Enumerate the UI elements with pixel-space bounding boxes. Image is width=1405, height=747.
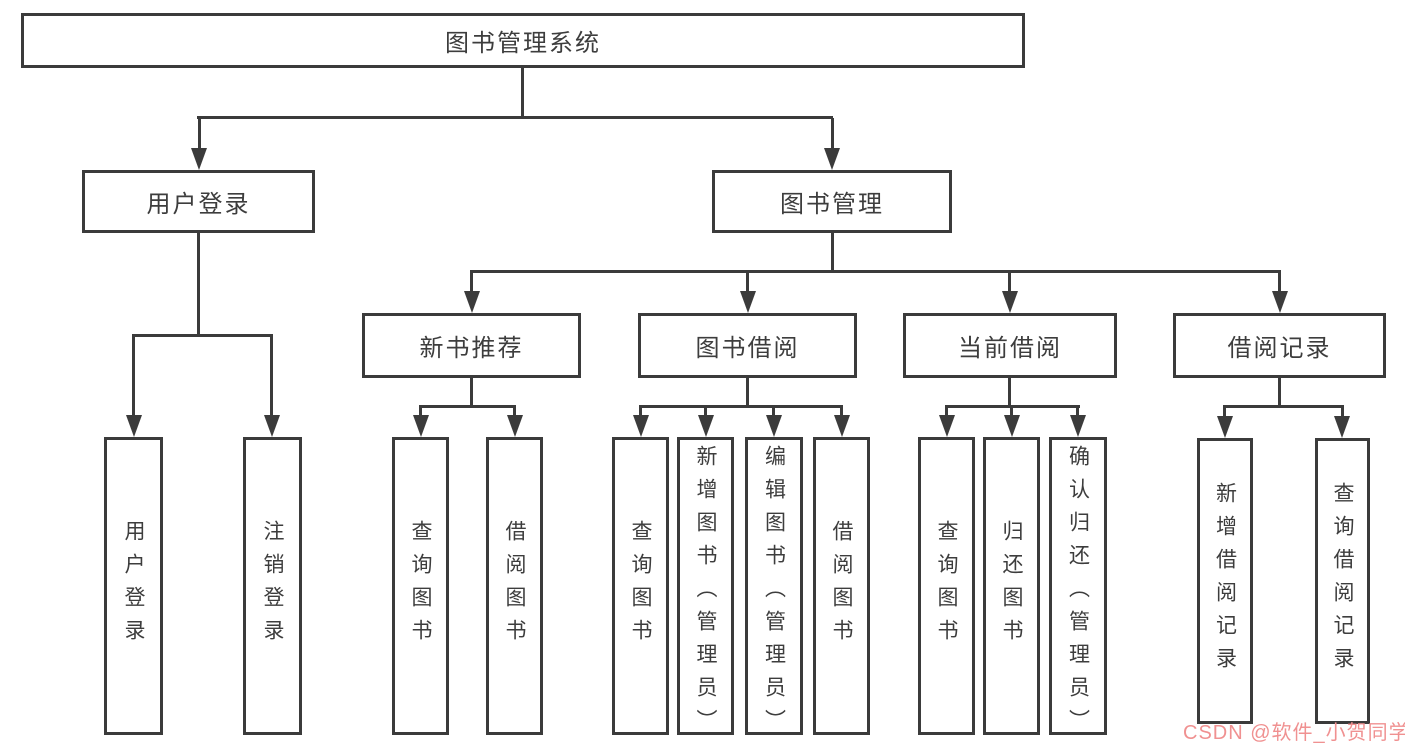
arrow-down-icon — [1004, 415, 1020, 437]
node-logout: 注销登录 — [243, 437, 302, 735]
arrow-down-icon — [126, 415, 142, 437]
node-br-query: 查询借阅记录 — [1315, 438, 1370, 724]
connector-line — [639, 407, 642, 417]
connector-line — [772, 407, 775, 417]
node-bb-edit: 编辑图书（管理员） — [745, 437, 803, 742]
arrow-down-icon — [1334, 416, 1350, 438]
node-bb-edit-label: 编辑图书（管理员） — [762, 445, 786, 742]
connector-line — [419, 405, 516, 408]
node-bb-add-label: 新增图书（管理员） — [694, 445, 717, 742]
arrow-down-icon — [191, 148, 207, 170]
node-cb-return-label: 归还图书 — [1000, 520, 1023, 652]
node-bb-borrow-label: 借阅图书 — [830, 520, 853, 652]
connector-line — [270, 336, 273, 417]
node-current-borrow: 当前借阅 — [903, 313, 1117, 378]
connector-line — [1010, 407, 1013, 417]
node-bb-query: 查询图书 — [612, 437, 669, 735]
node-new-book-rec: 新书推荐 — [362, 313, 581, 378]
node-book-mgmt: 图书管理 — [712, 170, 952, 233]
node-nb-borrow-label: 借阅图书 — [503, 520, 526, 652]
connector-line — [1076, 407, 1079, 417]
node-cb-query: 查询图书 — [918, 437, 975, 735]
node-new-book-rec-label: 新书推荐 — [419, 335, 524, 362]
node-book-borrow: 图书借阅 — [638, 313, 857, 378]
node-root: 图书管理系统 — [21, 13, 1025, 68]
arrow-down-icon — [939, 415, 955, 437]
connector-line — [419, 407, 422, 417]
arrow-down-icon — [1272, 291, 1288, 313]
node-root-label: 图书管理系统 — [445, 30, 601, 57]
node-user-login-label: 用户登录 — [146, 191, 251, 218]
node-nb-borrow: 借阅图书 — [486, 437, 543, 735]
arrow-down-icon — [766, 415, 782, 437]
node-book-mgmt-label: 图书管理 — [780, 191, 884, 218]
node-br-query-label: 查询借阅记录 — [1331, 482, 1354, 680]
connector-line — [470, 272, 473, 294]
node-br-add: 新增借阅记录 — [1197, 438, 1253, 724]
node-cb-query-label: 查询图书 — [935, 520, 958, 652]
node-cb-confirm: 确认归还（管理员） — [1049, 437, 1107, 742]
connector-line — [198, 118, 201, 150]
connector-line — [470, 270, 1281, 273]
node-bb-borrow: 借阅图书 — [813, 437, 870, 735]
arrow-down-icon — [413, 415, 429, 437]
connector-line — [1008, 272, 1011, 294]
connector-line — [1008, 378, 1011, 407]
node-cb-return: 归还图书 — [983, 437, 1040, 735]
connector-line — [704, 407, 707, 417]
connector-line — [1341, 407, 1344, 418]
arrow-down-icon — [740, 291, 756, 313]
connector-line — [513, 407, 516, 417]
connector-line — [521, 68, 524, 118]
connector-line — [1223, 405, 1344, 408]
node-login: 用户登录 — [104, 437, 163, 735]
arrow-down-icon — [824, 148, 840, 170]
connector-line — [1278, 378, 1281, 407]
connector-line — [746, 272, 749, 294]
node-borrow-record-label: 借阅记录 — [1227, 335, 1332, 362]
arrow-down-icon — [264, 415, 280, 437]
node-book-borrow-label: 图书借阅 — [695, 335, 800, 362]
node-user-login: 用户登录 — [82, 170, 315, 233]
node-br-add-label: 新增借阅记录 — [1213, 482, 1237, 680]
node-current-borrow-label: 当前借阅 — [958, 335, 1062, 362]
arrow-down-icon — [834, 415, 850, 437]
node-login-label: 用户登录 — [122, 520, 145, 652]
watermark: CSDN @软件_小贺同学 — [1183, 722, 1405, 744]
connector-line — [831, 233, 834, 272]
connector-line — [197, 116, 833, 119]
node-bb-add: 新增图书（管理员） — [677, 437, 734, 742]
arrow-down-icon — [1217, 416, 1233, 438]
arrow-down-icon — [507, 415, 523, 437]
connector-line — [746, 378, 749, 407]
node-bb-query-label: 查询图书 — [629, 520, 652, 652]
node-logout-label: 注销登录 — [261, 520, 284, 652]
node-cb-confirm-label: 确认归还（管理员） — [1066, 445, 1090, 742]
connector-line — [132, 336, 135, 417]
arrow-down-icon — [633, 415, 649, 437]
arrow-down-icon — [464, 291, 480, 313]
connector-line — [945, 407, 948, 417]
connector-line — [639, 405, 843, 408]
node-nb-query: 查询图书 — [392, 437, 449, 735]
connector-line — [470, 378, 473, 407]
node-borrow-record: 借阅记录 — [1173, 313, 1386, 378]
connector-line — [840, 407, 843, 417]
connector-line — [1278, 272, 1281, 294]
connector-line — [1223, 407, 1226, 418]
arrow-down-icon — [1070, 415, 1086, 437]
connector-line — [945, 405, 1080, 408]
connector-line — [831, 118, 834, 150]
arrow-down-icon — [1002, 291, 1018, 313]
node-nb-query-label: 查询图书 — [409, 520, 432, 652]
connector-line — [132, 334, 273, 337]
arrow-down-icon — [698, 415, 714, 437]
connector-line — [197, 233, 200, 336]
